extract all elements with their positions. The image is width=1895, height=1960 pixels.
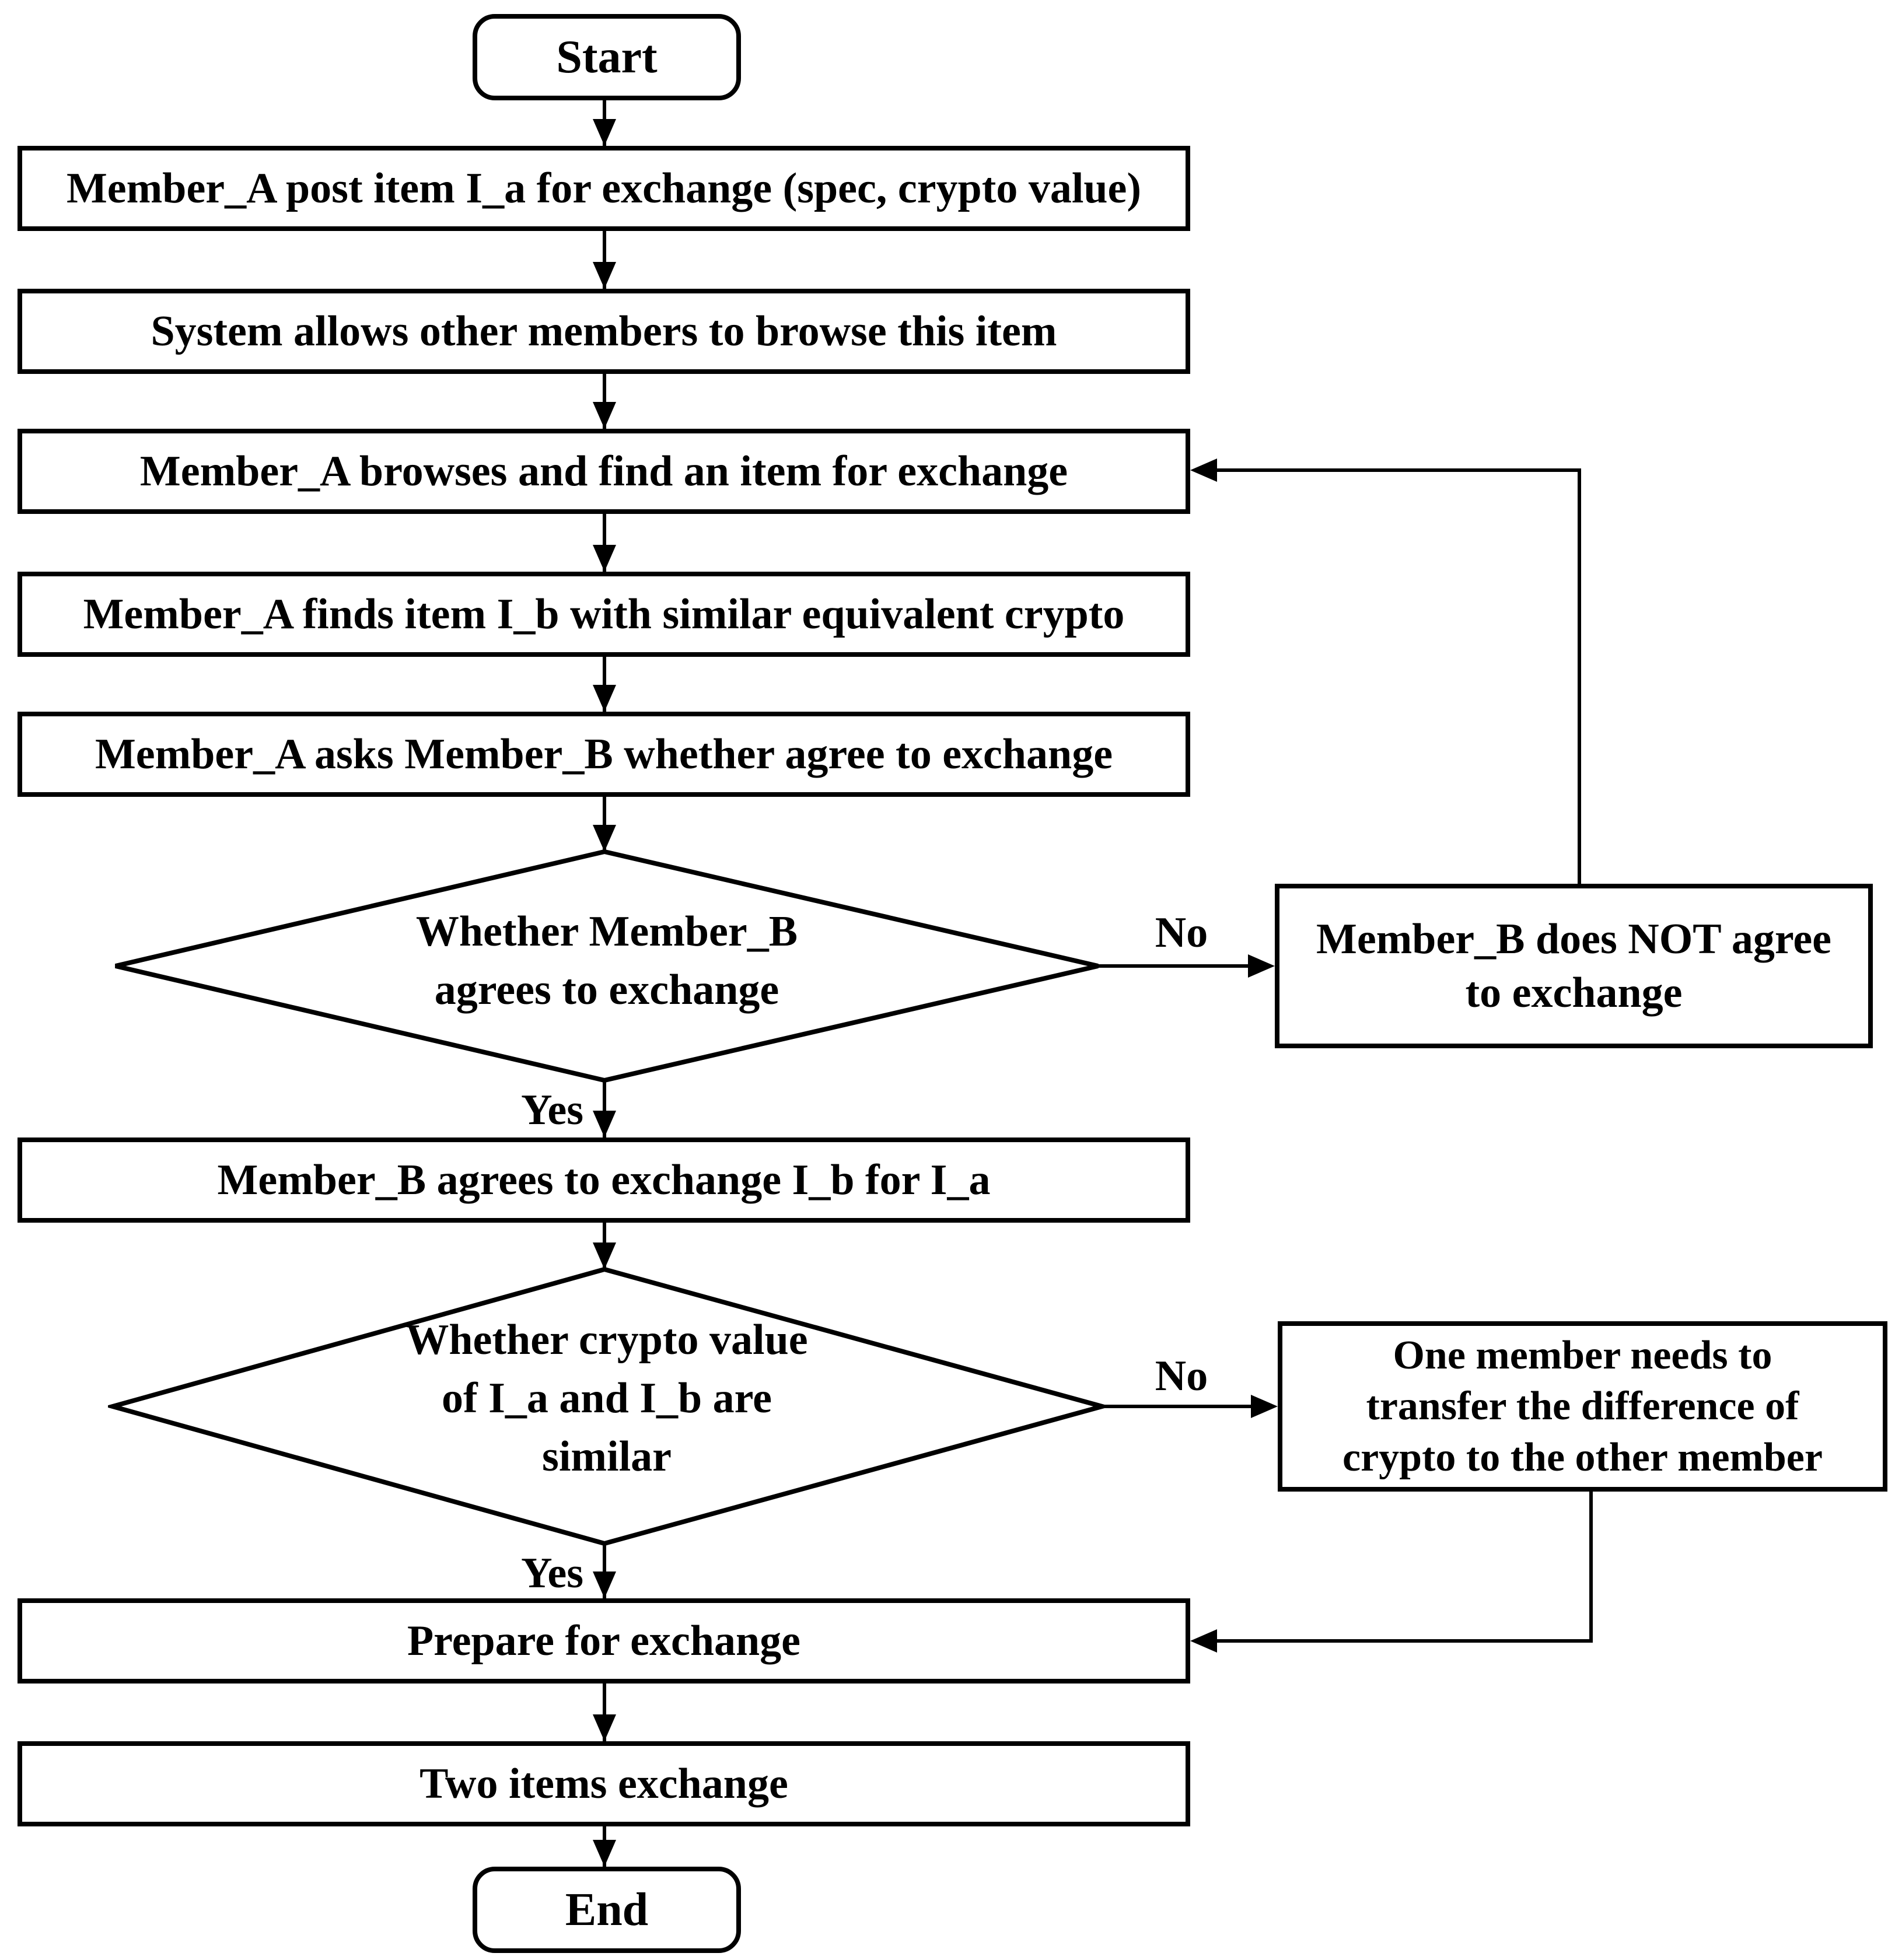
process-member-a-post-item: Member_A post item I_a for exchange (spe… bbox=[18, 146, 1190, 231]
arrowhead-transfer-diff-to-prepare bbox=[1190, 1629, 1217, 1653]
edge-system-allows-to-browses bbox=[603, 374, 606, 429]
arrowhead-two-items-to-end bbox=[593, 1840, 616, 1867]
edge-not-agree-feedback-horizontal bbox=[1217, 468, 1581, 472]
arrowhead-finds-item-to-asks bbox=[593, 685, 616, 712]
edge-browses-to-finds-item bbox=[603, 514, 606, 572]
arrowhead-decision-value-no bbox=[1251, 1395, 1278, 1418]
arrowhead-prepare-to-two-items bbox=[593, 1714, 616, 1741]
start-terminator: Start bbox=[473, 14, 741, 100]
process-system-allows-browse: System allows other members to browse th… bbox=[18, 289, 1190, 374]
process-prepare-exchange: Prepare for exchange bbox=[18, 1598, 1190, 1684]
label-no-decision-value: No bbox=[1155, 1352, 1208, 1400]
label-yes-decision-value: Yes bbox=[521, 1549, 583, 1597]
process-member-b-agrees: Member_B agrees to exchange I_b for I_a bbox=[18, 1138, 1190, 1223]
arrowhead-start-to-post-item bbox=[593, 119, 616, 146]
edge-post-item-to-system-allows bbox=[603, 231, 606, 289]
arrowhead-post-item-to-system-allows bbox=[593, 262, 616, 289]
edge-decision-value-no bbox=[1102, 1405, 1251, 1408]
process-transfer-difference: One member needs to transfer the differe… bbox=[1278, 1321, 1887, 1492]
arrowhead-not-agree-to-browses bbox=[1190, 459, 1217, 482]
edge-asks-to-decision-agree bbox=[603, 797, 606, 852]
edge-decision-agree-no bbox=[1098, 964, 1250, 968]
edge-decision-agree-yes bbox=[603, 1080, 606, 1138]
edge-transfer-diff-vertical bbox=[1589, 1492, 1593, 1641]
label-no-decision-agree: No bbox=[1155, 909, 1208, 957]
process-member-a-finds-item: Member_A finds item I_b with similar equ… bbox=[18, 572, 1190, 657]
decision-member-b-agrees-label: Whether Member_B agrees to exchange bbox=[415, 908, 798, 1014]
arrowhead-decision-value-yes bbox=[593, 1572, 616, 1598]
process-member-a-asks: Member_A asks Member_B whether agree to … bbox=[18, 712, 1190, 797]
process-member-a-browses: Member_A browses and find an item for ex… bbox=[18, 429, 1190, 514]
edge-not-agree-feedback-vertical bbox=[1578, 470, 1581, 884]
edge-decision-value-yes bbox=[603, 1544, 606, 1598]
end-terminator: End bbox=[473, 1867, 741, 1953]
process-two-items-exchange: Two items exchange bbox=[18, 1741, 1190, 1826]
arrowhead-agrees-to-decision-value bbox=[593, 1242, 616, 1269]
edge-transfer-diff-horizontal bbox=[1217, 1639, 1593, 1643]
arrowhead-decision-agree-no bbox=[1248, 954, 1275, 978]
edge-prepare-to-two-items bbox=[603, 1684, 606, 1741]
arrowhead-system-allows-to-browses bbox=[593, 402, 616, 429]
arrowhead-asks-to-decision-agree bbox=[593, 825, 616, 852]
edge-finds-item-to-asks bbox=[603, 657, 606, 712]
arrowhead-browses-to-finds-item bbox=[593, 545, 616, 572]
decision-crypto-value-similar-label: Whether crypto value of I_a and I_b are … bbox=[405, 1316, 808, 1480]
process-member-b-not-agree: Member_B does NOT agree to exchange bbox=[1275, 884, 1873, 1048]
label-yes-decision-agree: Yes bbox=[521, 1086, 583, 1134]
arrowhead-decision-agree-yes bbox=[593, 1111, 616, 1138]
